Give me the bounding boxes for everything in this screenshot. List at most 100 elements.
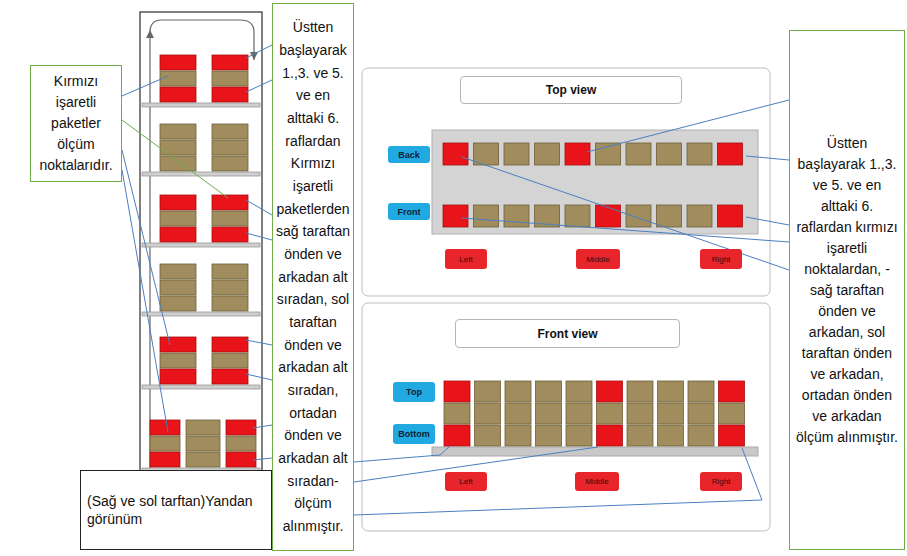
row-button: Top: [393, 382, 435, 402]
base-bar: [432, 447, 758, 456]
package: [474, 205, 499, 227]
view-title: Front view: [455, 319, 680, 348]
text-group: Right: [700, 255, 742, 264]
package: [212, 211, 248, 226]
package: [718, 205, 743, 227]
tray: [432, 130, 758, 234]
package: [212, 369, 248, 384]
text-group: Left: [445, 477, 487, 486]
package: [160, 124, 196, 139]
package: [688, 381, 714, 402]
package: [536, 425, 562, 446]
package: [566, 425, 592, 446]
package: [160, 195, 196, 210]
shelf: [142, 243, 260, 247]
node-text: Back: [388, 150, 430, 160]
text-group: Top: [393, 387, 435, 397]
package: [444, 403, 470, 424]
callout-box: Üstten başlayarak 1.,3. ve 5. ve en altt…: [272, 3, 354, 551]
package: [597, 425, 623, 446]
package: [150, 436, 180, 451]
package: [687, 143, 712, 165]
node-text: Right: [700, 255, 742, 264]
package: [160, 87, 196, 102]
package: [627, 403, 653, 424]
package: [160, 280, 196, 295]
package: [212, 156, 248, 171]
node-text: Top: [393, 387, 435, 397]
row-button: Bottom: [393, 424, 435, 444]
leader-line: [246, 45, 272, 58]
front-view-panel: [362, 303, 770, 531]
package: [212, 337, 248, 352]
text-group: Left: [445, 255, 487, 264]
package: [160, 55, 196, 70]
callout-box: Kırmızı işaretli paketler ölçüm noktalar…: [30, 65, 122, 182]
package: [444, 425, 470, 446]
leader-line: [746, 156, 789, 160]
text-group: (Sağ ve sol tarftan)Yandan görünüm: [87, 492, 265, 528]
node-text: Top view: [461, 83, 681, 97]
panel-frame: [362, 68, 770, 296]
node-text: Üstten başlayarak 1.,3. ve 5. ve en altt…: [793, 133, 901, 448]
package: [627, 425, 653, 446]
node-text: Middle: [576, 255, 620, 264]
column-button: Middle: [576, 249, 620, 269]
package: [160, 71, 196, 86]
package: [719, 403, 745, 424]
column-button: Right: [700, 249, 742, 269]
package: [536, 403, 562, 424]
package: [212, 195, 248, 210]
package: [596, 205, 621, 227]
package: [186, 420, 220, 435]
leader-line: [253, 425, 272, 428]
column-button: Right: [700, 472, 742, 491]
leader-line: [246, 200, 272, 215]
leader-line: [746, 217, 789, 225]
package: [160, 264, 196, 279]
package: [475, 403, 501, 424]
package: [160, 353, 196, 368]
package: [565, 143, 590, 165]
package: [226, 420, 256, 435]
node-text: Üstten başlayarak 1.,3. ve 5. ve en altt…: [276, 16, 350, 537]
text-group: Kırmızı işaretli paketler ölçüm noktalar…: [34, 71, 118, 176]
view-title: Top view: [460, 76, 682, 104]
package: [212, 55, 248, 70]
package: [597, 403, 623, 424]
package: [212, 264, 248, 279]
package: [565, 205, 590, 227]
leader-line: [354, 446, 450, 462]
package: [160, 369, 196, 384]
leader-line: [587, 100, 789, 152]
column-button: Left: [445, 472, 487, 491]
leader-lines: [122, 45, 789, 515]
package: [160, 211, 196, 226]
text-group: Front: [388, 207, 430, 217]
package: [150, 452, 180, 467]
package: [475, 381, 501, 402]
leader-line: [462, 157, 789, 270]
package: [212, 87, 248, 102]
package: [657, 205, 682, 227]
row-button: Front: [388, 203, 430, 220]
package: [687, 205, 712, 227]
node-text: Right: [700, 477, 742, 486]
package: [150, 420, 180, 435]
package: [160, 337, 196, 352]
package: [566, 381, 592, 402]
package: [212, 227, 248, 242]
leader-line: [122, 120, 228, 198]
leader-line: [246, 374, 272, 380]
leader-line: [122, 76, 168, 96]
package: [658, 425, 684, 446]
package: [160, 227, 196, 242]
node-text: Front: [388, 207, 430, 217]
node-text: Left: [445, 477, 487, 486]
package: [536, 381, 562, 402]
package: [658, 381, 684, 402]
caption-box: (Sağ ve sol tarftan)Yandan görünüm: [80, 470, 272, 550]
package: [226, 452, 256, 467]
node-text: (Sağ ve sol tarftan)Yandan görünüm: [87, 492, 265, 528]
